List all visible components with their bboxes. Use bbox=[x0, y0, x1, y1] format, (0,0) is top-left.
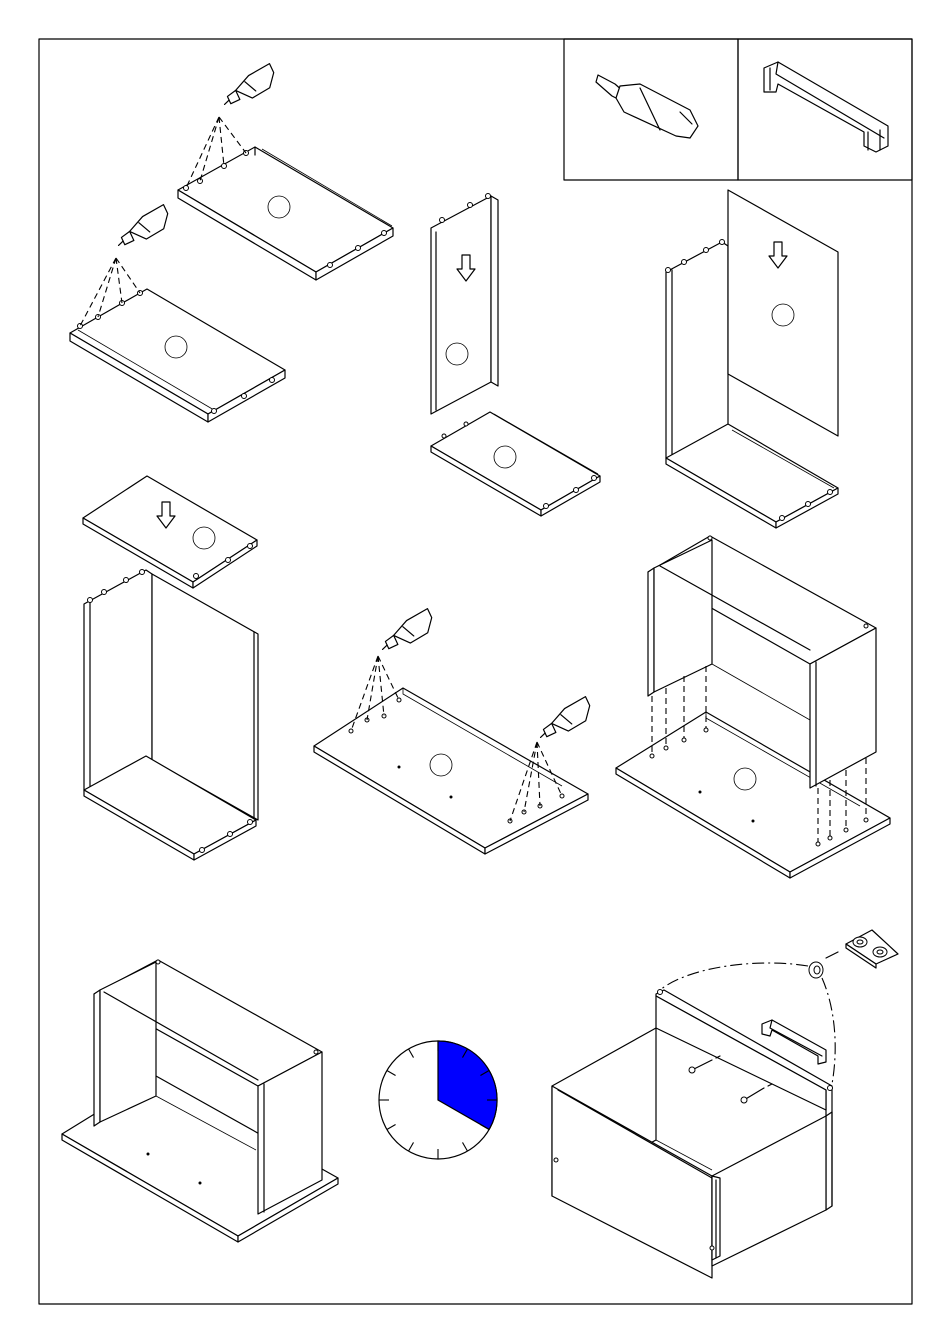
screw-icon bbox=[741, 1084, 772, 1103]
step-top-panel bbox=[83, 476, 258, 860]
clock-icon bbox=[379, 1041, 497, 1159]
step-side-panel bbox=[431, 194, 600, 517]
step-fit-handle bbox=[552, 930, 898, 1278]
glue-tube-icon bbox=[375, 609, 438, 655]
step-mount-carcass bbox=[616, 536, 890, 878]
glue-tube-icon bbox=[533, 697, 596, 743]
step-back-panel bbox=[666, 190, 839, 528]
bumper-icon bbox=[809, 962, 823, 978]
handle-icon bbox=[764, 62, 888, 152]
step-glue-panels bbox=[70, 64, 393, 422]
bumper-pad-icon bbox=[846, 930, 898, 968]
glue-tube-icon bbox=[596, 75, 698, 138]
glue-tube-icon bbox=[111, 205, 174, 251]
placement-path-right bbox=[822, 978, 835, 1084]
pickup-arrow bbox=[826, 952, 838, 958]
placement-path-left bbox=[660, 963, 808, 990]
parts-legend bbox=[564, 39, 912, 180]
glue-tube-icon bbox=[217, 64, 280, 110]
step-assembled-unit bbox=[62, 960, 338, 1242]
screw-icon bbox=[689, 1056, 720, 1073]
step-glue-base bbox=[314, 609, 596, 854]
